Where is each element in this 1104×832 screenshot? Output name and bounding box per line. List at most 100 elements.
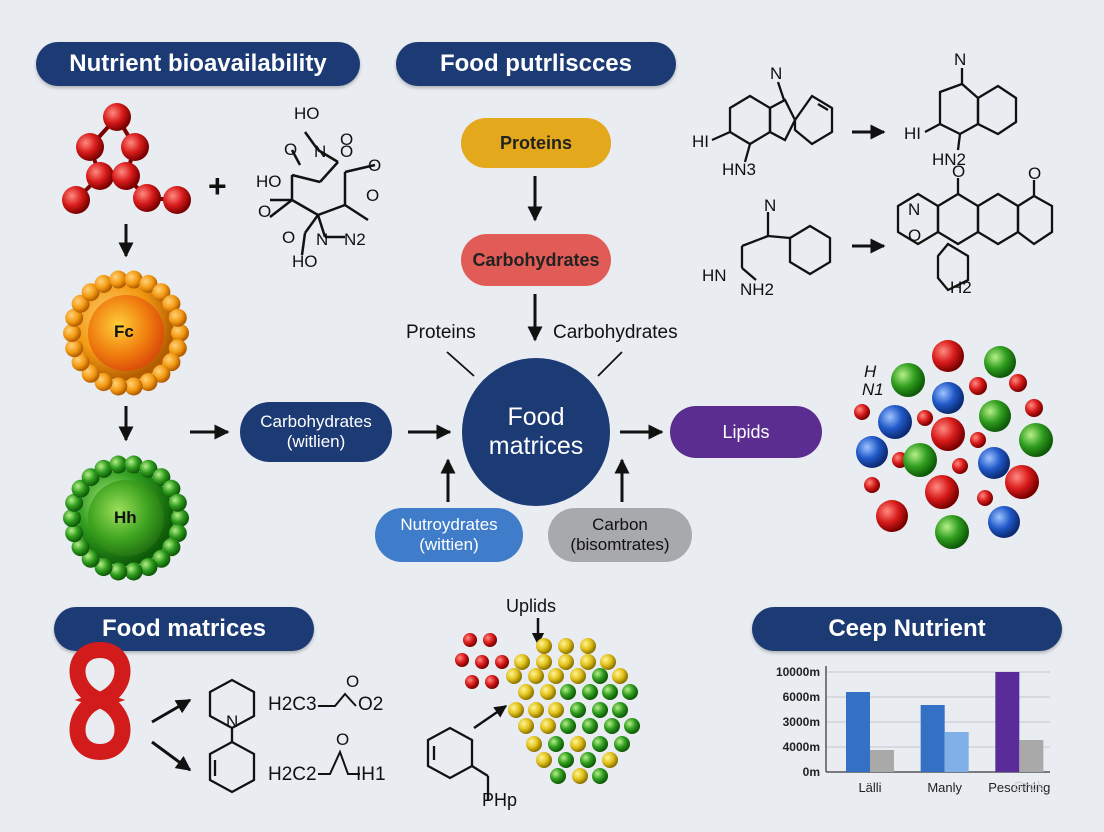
hh-cell-bump — [109, 562, 128, 581]
lipid-sphere — [514, 654, 530, 670]
label-o-top: O — [346, 672, 360, 691]
lipid-sphere — [580, 654, 596, 670]
lipid-sphere — [614, 736, 630, 752]
hh-cell-bump — [71, 479, 90, 498]
lipid-sphere — [548, 702, 564, 718]
lipid-sphere — [592, 768, 608, 784]
connector-proteins-label — [446, 351, 475, 377]
mol-label-n-2: N — [316, 230, 329, 249]
lipid-sphere — [536, 654, 552, 670]
lipid-sphere — [528, 668, 544, 684]
r2-n: N — [764, 196, 777, 215]
lipid-sphere — [624, 718, 640, 734]
nutroydrates-line1: Nutroydrates — [400, 515, 498, 535]
red-dots — [455, 633, 509, 689]
lipid-sphere — [582, 718, 598, 734]
mol-label-n2: N2 — [344, 230, 366, 249]
red-ring-molecule — [69, 641, 131, 761]
red-dot — [475, 655, 489, 669]
hh-cell-bump — [94, 459, 113, 478]
lipid-sphere — [540, 718, 556, 734]
food-matrices-center: Food matrices — [466, 392, 606, 472]
mol-label-ho-bottom: HO — [292, 252, 318, 271]
sphere-label-n: N1 — [862, 380, 884, 399]
label-uplids: Uplids — [506, 596, 557, 616]
nutrient-sphere — [856, 436, 888, 468]
chart-bar — [870, 750, 894, 772]
reaction-1-product — [924, 68, 1018, 151]
mol-label-ho-mid: HO — [256, 172, 282, 191]
lipid-sphere — [526, 736, 542, 752]
lipid-sphere — [602, 684, 618, 700]
chart-bar — [920, 705, 945, 772]
nutrient-sphere — [864, 477, 880, 493]
red-dot — [465, 675, 479, 689]
benzyl-ring — [426, 726, 490, 800]
piperidine-ring — [208, 678, 256, 794]
connector-carbohydrates-label — [597, 351, 623, 377]
r1-hn3: HN3 — [722, 160, 757, 179]
fc-cell-bump — [139, 274, 158, 293]
fc-cell-bump — [109, 270, 128, 289]
red-dot — [485, 675, 499, 689]
fc-cell-bump — [71, 353, 90, 372]
nutrient-sphere — [978, 447, 1010, 479]
carbon-line1: Carbon — [592, 515, 648, 535]
lipid-sphere — [622, 684, 638, 700]
fc-cell-bump — [124, 377, 143, 396]
red-dot — [463, 633, 477, 647]
lipid-sphere — [518, 684, 534, 700]
r2p-h2: H2 — [950, 278, 972, 297]
red-dot — [455, 653, 469, 667]
lipid-sphere — [528, 702, 544, 718]
nutrient-sphere — [878, 405, 912, 439]
red-atoms — [62, 103, 191, 214]
fc-label: Fc — [114, 322, 134, 341]
watermark: Grok — [1013, 778, 1044, 794]
chart-y-tick-label: 3000m — [783, 715, 820, 729]
lipid-sphere — [570, 668, 586, 684]
header-nutrient-bioavailability: Nutrient bioavailability — [36, 42, 360, 86]
mol-label-o-4: O — [366, 186, 380, 205]
hh-cell-bump — [139, 459, 158, 478]
hh-cell-bump — [168, 524, 187, 543]
nutrient-sphere — [876, 500, 908, 532]
fc-cell-bump — [81, 283, 100, 302]
nutrient-sphere — [979, 400, 1011, 432]
chart-category-label: Manly — [927, 780, 962, 795]
hh-cell-bump — [63, 509, 81, 527]
mol-label-n-1: N — [314, 142, 327, 161]
header-food-matrices-text: Food matrices — [101, 615, 267, 643]
lipid-sphere — [570, 736, 586, 752]
aldehyde-chain-bottom — [318, 749, 360, 775]
nutrient-sphere — [931, 417, 965, 451]
chart-bar — [846, 692, 870, 772]
fc-cell-bump — [94, 274, 113, 293]
fc-cell-bump — [124, 270, 143, 289]
hh-cell-bump — [152, 468, 171, 487]
sphere-label-h: H — [864, 362, 877, 381]
mol-label-o-7: O — [340, 142, 354, 161]
hh-cell-bump — [65, 524, 84, 543]
r1-n: N — [770, 64, 783, 83]
nutrient-sphere — [970, 432, 986, 448]
structural-molecule — [269, 131, 376, 256]
carbohydrates-witlien-line1: Carbohydrates — [260, 412, 372, 432]
nutrient-sphere — [952, 458, 968, 474]
chart-y-tick-label: 0m — [803, 765, 820, 779]
hh-cell-core — [88, 480, 164, 556]
hh-cell-bump — [171, 509, 189, 527]
nutrient-sphere — [932, 340, 964, 372]
hh-cell-bump — [71, 538, 90, 557]
chart-y-tick-label: 4000m — [783, 740, 820, 754]
lipid-sphere — [540, 684, 556, 700]
arrow-benzyl-to-spheres — [473, 704, 508, 730]
fc-cell-core — [88, 295, 164, 371]
lipid-sphere — [572, 768, 588, 784]
piperidine-n: N — [226, 712, 239, 731]
nutrient-sphere — [891, 363, 925, 397]
label-h2c2: H2C2 — [268, 764, 317, 785]
hh-cell-bump — [81, 549, 100, 568]
lipid-sphere — [558, 638, 574, 654]
